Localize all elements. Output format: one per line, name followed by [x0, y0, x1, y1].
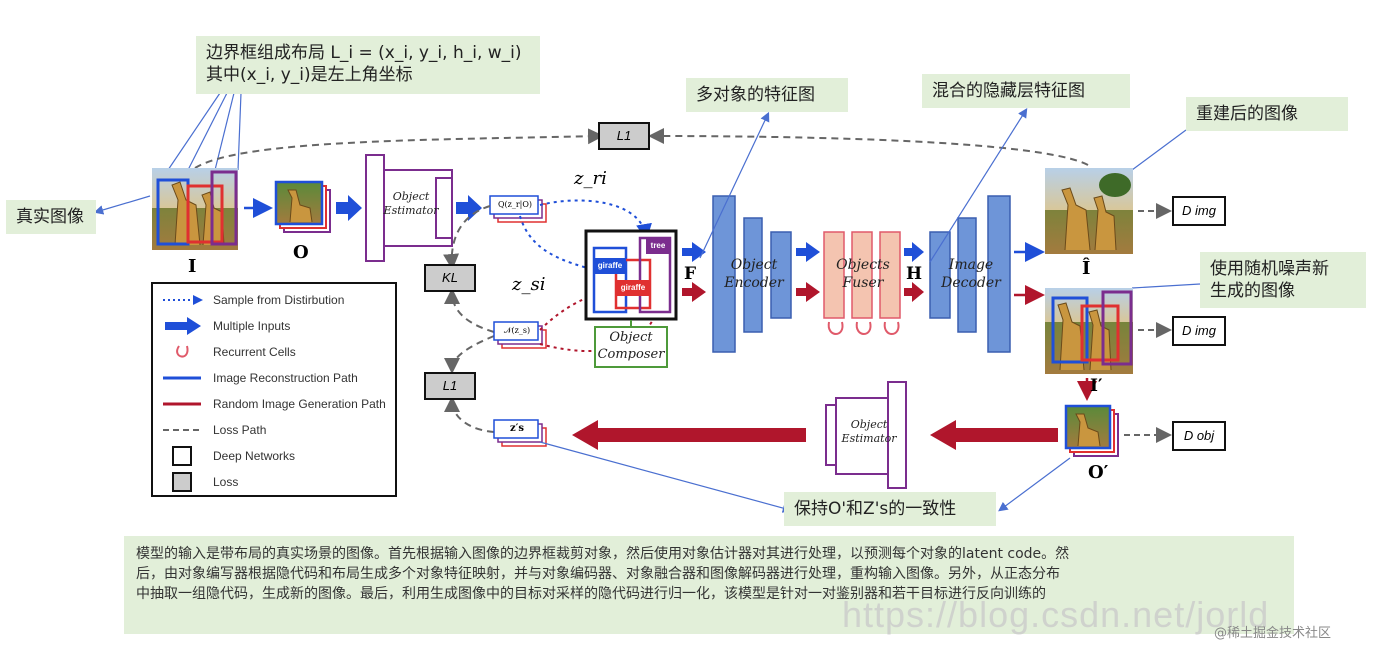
symbol-I: I — [188, 256, 197, 277]
object-crops-O — [274, 180, 331, 233]
legend-sample: Sample from Distirbution — [161, 290, 344, 310]
image-decoder-shape — [929, 195, 1011, 353]
recurrent-cells — [827, 321, 900, 335]
l1-loss-bottom: L1 — [424, 372, 476, 400]
symbol-z-si: z_si — [512, 274, 546, 295]
red-line-icon — [161, 394, 205, 414]
red-arrow-right — [930, 420, 1058, 450]
q-label: Q(z_r|O) — [497, 200, 533, 209]
multi-input-arrow-1 — [336, 195, 362, 221]
objects-fuser-label: Objects Fuser — [836, 257, 890, 291]
symbol-I-prime: I′ — [1090, 376, 1103, 396]
dashed-line-icon — [161, 420, 205, 440]
random-generated-note: 使用随机噪声新 生成的图像 — [1200, 252, 1366, 308]
blue-line-icon — [161, 368, 205, 388]
caption-box: 模型的输入是带布局的真实场景的图像。首先根据输入图像的边界框裁剪对象，然后使用对… — [124, 536, 1294, 634]
hidden-feature-note: 混合的隐藏层特征图 — [922, 74, 1130, 108]
object-crops-O-prime — [1064, 404, 1119, 457]
symbol-O-prime: O′ — [1088, 462, 1109, 483]
symbol-O: O — [293, 242, 309, 263]
tag-giraffe-1: giraffe — [597, 261, 623, 270]
d-img-bottom: D img — [1172, 316, 1226, 346]
image-decoder-label: Image Decoder — [941, 257, 1001, 291]
bbox-layout-note: 边界框组成布局 L_i = (x_i, y_i, h_i, w_i) 其中(x_… — [196, 36, 540, 94]
legend-deep-networks: Deep Networks — [161, 446, 295, 466]
tag-tree: tree — [650, 241, 666, 250]
top-loss-path — [194, 128, 1089, 169]
watermark: https://blog.csdn.net/jorld — [842, 594, 1270, 635]
objects-fuser-shape — [823, 231, 901, 319]
reconstructed-image — [1045, 168, 1133, 254]
object-estimator-top-label: Object Estimator — [383, 190, 439, 217]
bbox-layout-line1: 边界框组成布局 L_i = (x_i, y_i, h_i, w_i) — [206, 43, 522, 63]
object-estimator-top-shape — [365, 154, 453, 262]
tag-giraffe-2: giraffe — [620, 283, 646, 292]
bbox-callout-lines — [167, 92, 242, 171]
legend-reconstruction: Image Reconstruction Path — [161, 368, 358, 388]
d-img-top: D img — [1172, 196, 1226, 226]
zs-prime-stack — [493, 419, 547, 447]
zs-prime-label: z′s — [510, 423, 524, 434]
reconstructed-note: 重建后的图像 — [1186, 97, 1348, 131]
caption-line3: 中抽取一组隐代码，生成新的图像。最后，利用生成图像中的目标对采样的隐代码进行归一… — [136, 586, 1046, 602]
legend-random-generation: Random Image Generation Path — [161, 394, 386, 414]
d-obj: D obj — [1172, 421, 1226, 451]
multi-input-arrow-2 — [456, 195, 482, 221]
legend-recurrent: Recurrent Cells — [161, 342, 296, 362]
object-composer-box — [594, 326, 668, 368]
symbol-F: F — [684, 264, 697, 284]
n-latent-stack — [493, 321, 547, 349]
symbol-H: H — [906, 264, 923, 284]
caption-line1: 模型的输入是带布局的真实场景的图像。首先根据输入图像的边界框裁剪对象，然后使用对… — [136, 546, 1070, 562]
composer-box — [584, 229, 678, 321]
object-encoder-shape — [712, 195, 792, 353]
recurrent-arc-icon — [161, 342, 205, 362]
legend-loss: Loss — [161, 472, 238, 492]
dotted-arrow-icon — [161, 290, 205, 310]
input-image-I — [152, 168, 238, 250]
object-composer-label: Object Composer — [597, 330, 665, 362]
object-estimator-bottom-label: Object Estimator — [841, 418, 897, 445]
gray-square-icon — [161, 472, 205, 492]
kl-loss: KL — [424, 264, 476, 292]
consistency-note: 保持O'和Z's的一致性 — [784, 492, 996, 526]
multi-object-feature-note: 多对象的特征图 — [686, 78, 848, 112]
red-arrow-left — [572, 420, 806, 450]
white-square-icon — [161, 446, 205, 466]
random-generated-image — [1045, 288, 1133, 374]
n-label: 𝒩(z_s) — [503, 326, 531, 335]
object-encoder-label: Object Encoder — [724, 257, 784, 291]
object-estimator-bottom-shape — [825, 381, 907, 489]
symbol-z-ri: z_ri — [574, 168, 607, 189]
symbol-I-hat: Î — [1082, 258, 1091, 279]
credit: @稀土掘金技术社区 — [1214, 626, 1332, 641]
thick-arrow-icon — [161, 316, 205, 336]
bbox-layout-line2: 其中(x_i, y_i)是左上角坐标 — [206, 65, 413, 85]
q-latent-stack — [489, 195, 547, 223]
legend: Sample from Distirbution Multiple Inputs… — [151, 282, 397, 497]
l1-loss-top: L1 — [598, 122, 650, 150]
real-image-note: 真实图像 — [6, 200, 96, 234]
caption-line2: 后，由对象编写器根据隐代码和布局生成多个对象特征映射，并与对象编码器、对象融合器… — [136, 566, 1060, 582]
legend-loss-path: Loss Path — [161, 420, 266, 440]
legend-multiple-inputs: Multiple Inputs — [161, 316, 290, 336]
